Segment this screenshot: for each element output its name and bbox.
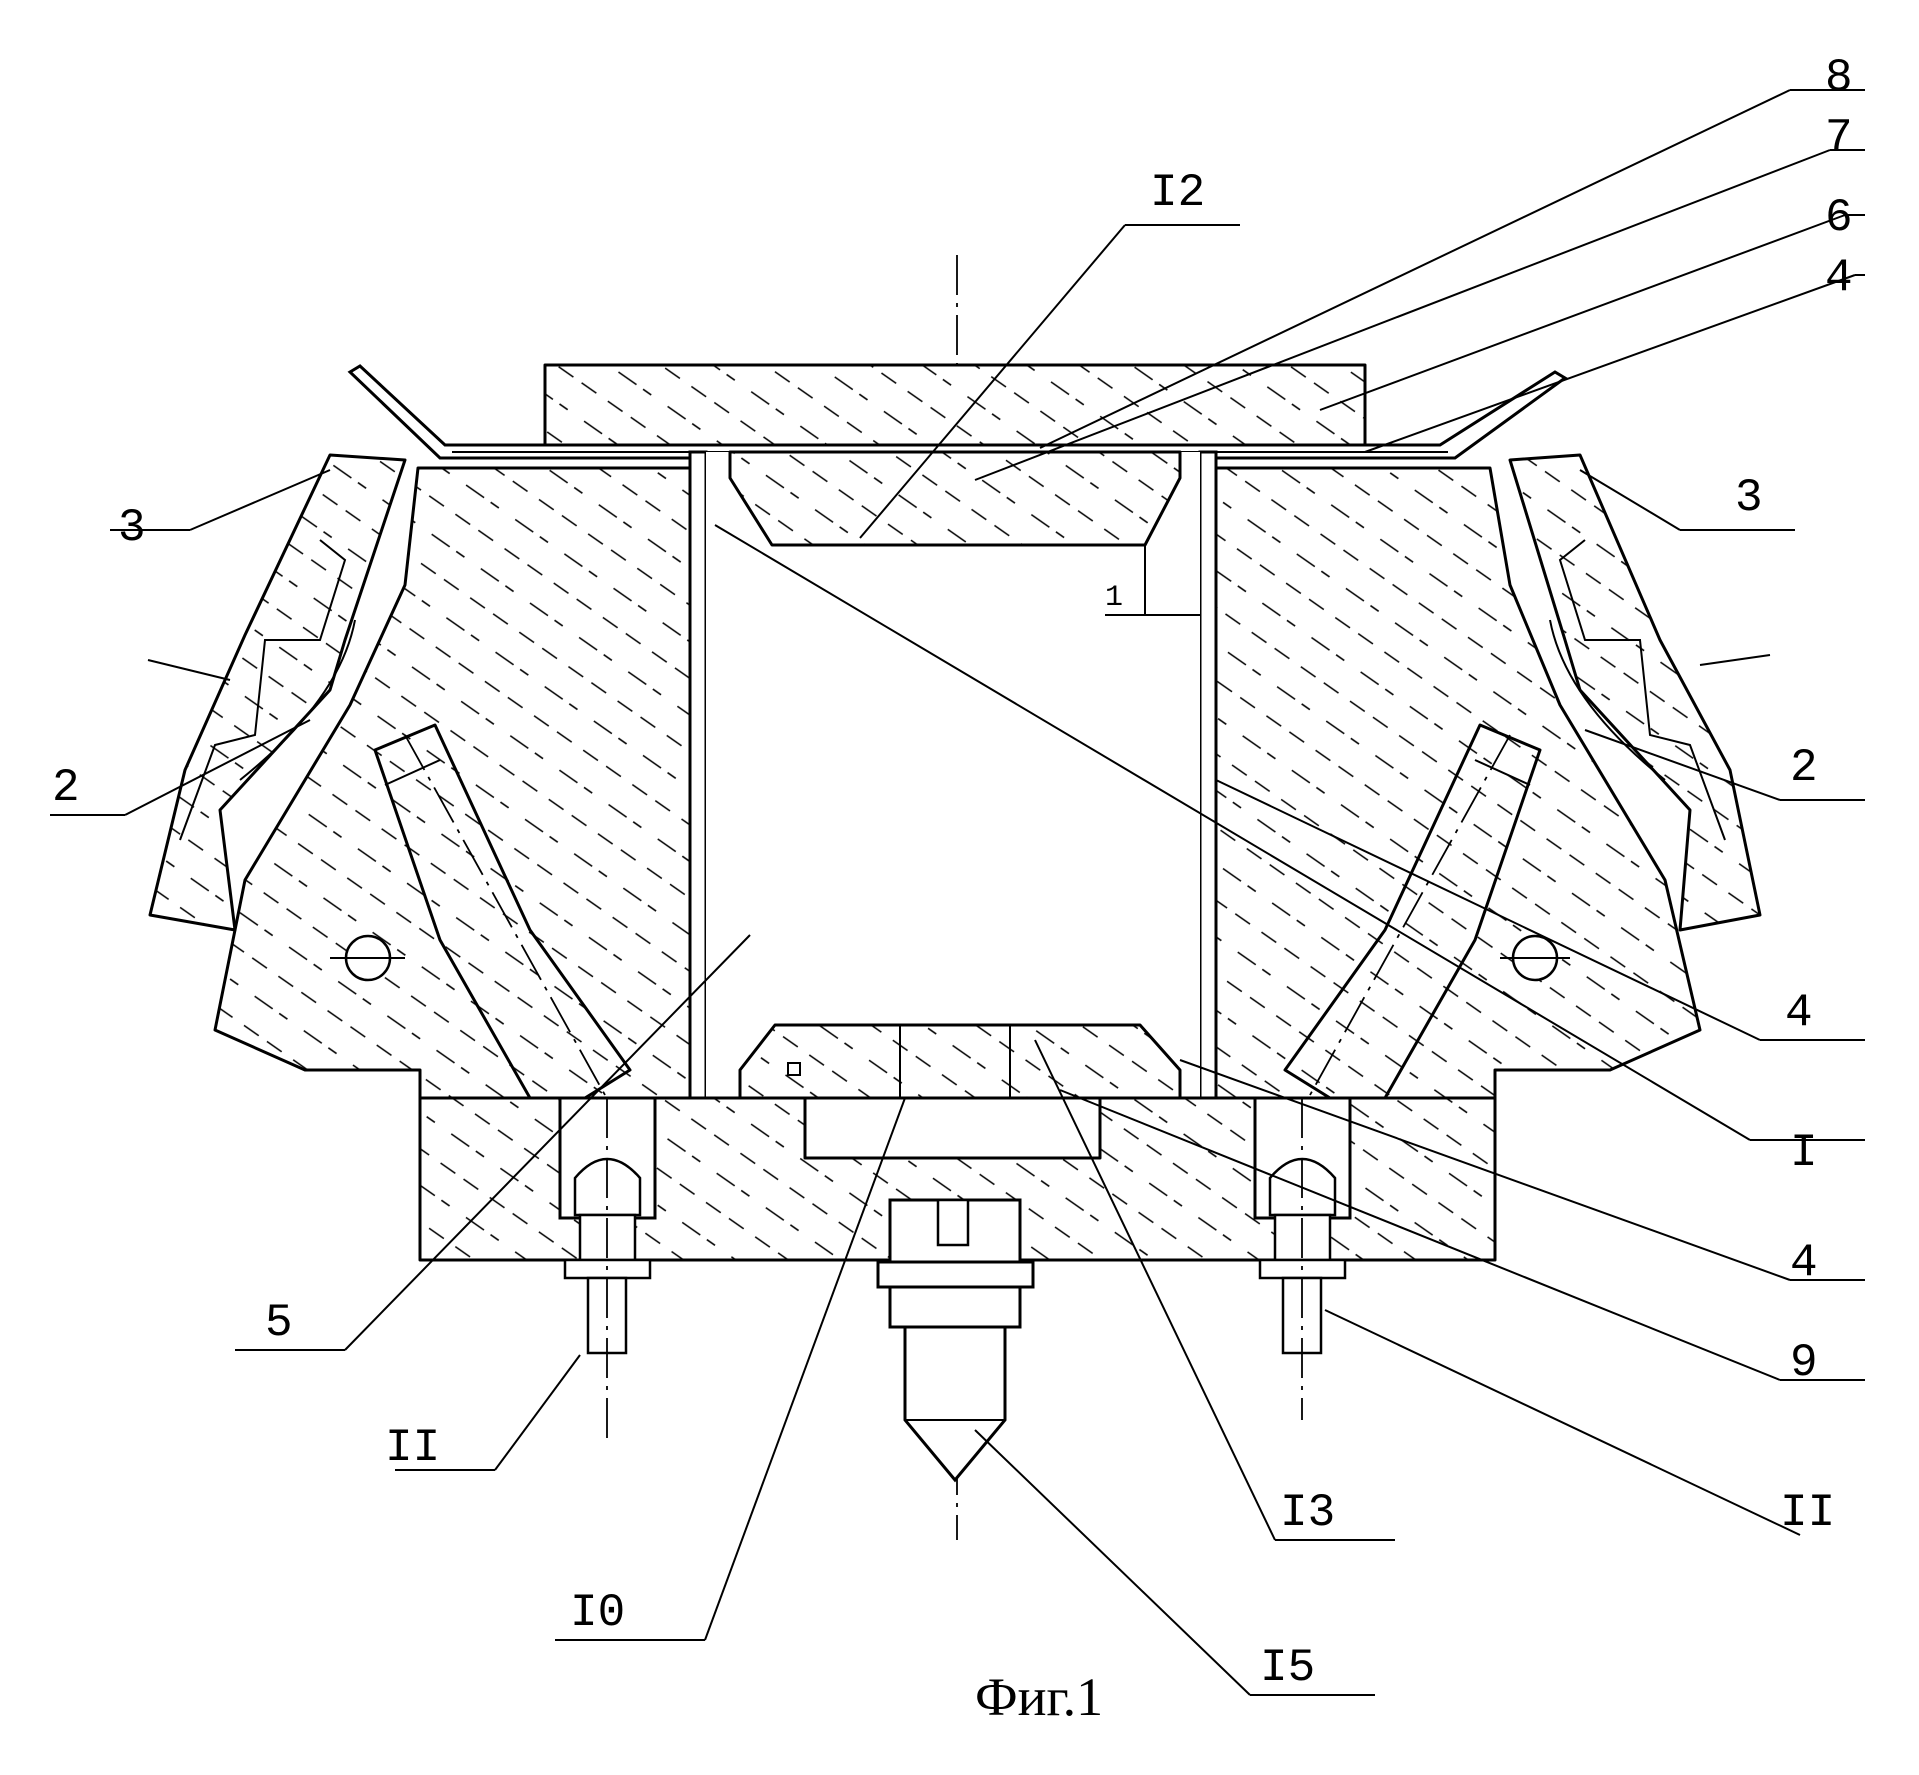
label-1: I	[1790, 1127, 1818, 1179]
label-11-left: II	[385, 1422, 440, 1474]
right-bolt	[1255, 1098, 1350, 1420]
label-15: I5	[1260, 1642, 1315, 1694]
label-gap: 1	[1105, 581, 1123, 615]
label-8: 8	[1825, 52, 1853, 104]
central-cavity	[706, 452, 1200, 1098]
base-recess	[805, 1098, 1100, 1158]
label-3-right: 3	[1735, 472, 1763, 524]
label-9: 9	[1790, 1337, 1818, 1389]
right-liner	[1200, 452, 1216, 1098]
label-12: I2	[1150, 167, 1205, 219]
bottom-insert-hatch	[740, 1025, 1180, 1098]
label-6: 6	[1825, 192, 1853, 244]
label-7: 7	[1825, 112, 1853, 164]
label-2-left: 2	[52, 762, 80, 814]
label-4-mid: 4	[1785, 987, 1813, 1039]
label-5: 5	[265, 1297, 293, 1349]
label-4-top: 4	[1825, 252, 1853, 304]
center-pin	[878, 1200, 1033, 1480]
label-10: I0	[570, 1587, 625, 1639]
left-liner	[690, 452, 706, 1098]
upper-insert-hatch	[730, 452, 1180, 545]
label-13: I3	[1280, 1487, 1335, 1539]
label-4-low: 4	[1790, 1237, 1818, 1289]
label-11-right: II	[1780, 1487, 1835, 1539]
figure-caption: Фиг.1	[975, 1667, 1103, 1727]
label-3-left: 3	[118, 502, 146, 554]
label-2-right: 2	[1790, 742, 1818, 794]
left-bolt	[560, 1098, 655, 1440]
